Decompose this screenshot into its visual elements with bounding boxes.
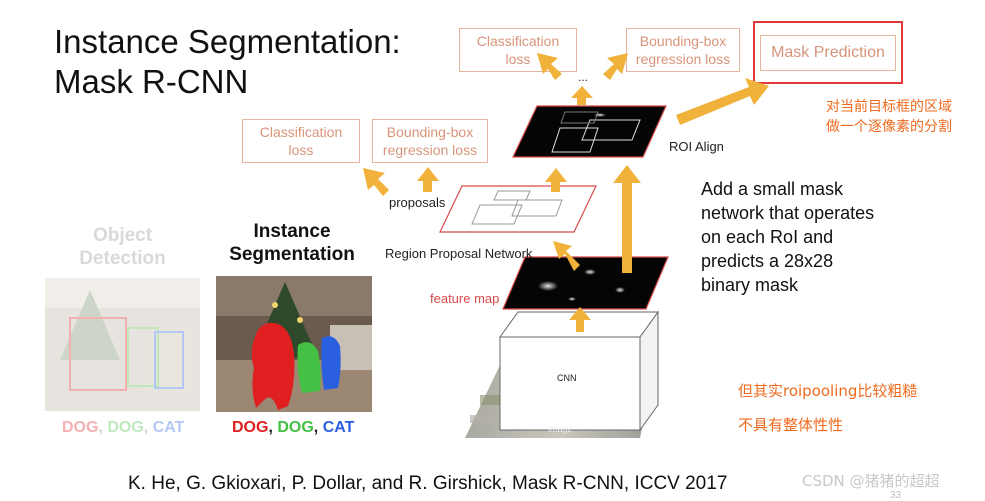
mid-bbox-regression-loss-box: Bounding-box regression loss (372, 119, 488, 163)
description-line-5: binary mask (701, 275, 799, 295)
roipooling-note-annotation: 但其实roipooling比较粗糙 不具有整体性性 (738, 374, 917, 442)
mask-prediction-highlight: Mask Prediction (753, 21, 903, 84)
description-line-4: predicts a 28x28 (701, 251, 834, 271)
mask-note-annotation: 对当前目标框的区域 做一个逐像素的分割 (826, 97, 952, 137)
instance-segmentation-image (216, 276, 372, 412)
slide-title-line2: Mask R-CNN (54, 63, 249, 100)
description-line-1: Add a small mask (701, 179, 844, 199)
roipooling-note-line2: 不具有整体性性 (738, 416, 844, 434)
feature-map-plane (502, 256, 669, 310)
slide-title: Instance Segmentation: Mask R-CNN (54, 22, 401, 102)
object-detection-title-line2: Detection (79, 248, 166, 269)
flow-arrows (363, 53, 769, 332)
top-classification-loss-box: Classification loss (459, 28, 577, 72)
csdn-watermark: CSDN @猪猪的超超 (802, 472, 940, 490)
is-caption-cat: CAT (322, 419, 355, 436)
image-label: image (548, 424, 573, 434)
is-caption-sep2: , (313, 419, 323, 436)
od-caption-sep2: , (143, 419, 153, 436)
feature-map-label: feature map (430, 291, 500, 306)
od-caption-dog1: DOG (62, 419, 99, 436)
object-detection-title: Object Detection (60, 224, 185, 270)
od-caption-cat: CAT (152, 419, 185, 436)
top-bbox-loss-line1: Bounding-box (639, 33, 727, 49)
is-caption-sep1: , (268, 419, 278, 436)
top-bbox-regression-loss-box: Bounding-box regression loss (626, 28, 740, 72)
citation: K. He, G. Gkioxari, P. Dollar, and R. Gi… (128, 473, 728, 494)
object-detection-caption: DOG, DOG, CAT (62, 419, 184, 437)
roi-align-plane (512, 105, 667, 158)
object-detection-image (45, 278, 200, 411)
mask-note-line1: 对当前目标框的区域 (826, 99, 952, 115)
roi-align-label: ROI Align (669, 139, 724, 154)
mid-bbox-loss-line1: Bounding-box (386, 124, 474, 140)
top-ellipsis: ... (578, 70, 589, 84)
page-number: 33 (890, 490, 902, 501)
object-detection-title-line1: Object (92, 225, 153, 246)
top-bbox-loss-line2: regression loss (635, 51, 731, 67)
slide-title-line1: Instance Segmentation: (54, 23, 401, 60)
dog-mask-green (297, 342, 321, 393)
mid-classification-loss-line1: Classification (259, 124, 343, 140)
instance-segmentation-title-line1: Instance (253, 221, 331, 242)
instance-segmentation-title-line2: Segmentation (229, 244, 355, 265)
od-caption-dog2: DOG (107, 419, 144, 436)
proposals-label: proposals (389, 195, 446, 210)
top-classification-loss-line2: loss (505, 51, 531, 67)
mid-classification-loss-line2: loss (288, 142, 314, 158)
instance-segmentation-caption: DOG, DOG, CAT (232, 419, 354, 437)
top-classification-loss-line1: Classification (476, 33, 560, 49)
dog-mask-red (251, 322, 295, 410)
description-line-2: network that operates (701, 203, 875, 223)
mid-bbox-loss-line2: regression loss (382, 142, 478, 158)
mask-note-line2: 做一个逐像素的分割 (826, 119, 952, 135)
cnn-label: CNN (557, 373, 577, 383)
mask-prediction-box: Mask Prediction (760, 34, 896, 71)
cat-mask-blue (321, 336, 341, 390)
mask-branch-description: Add a small mask network that operates o… (701, 177, 874, 297)
rpn-plane (439, 185, 597, 233)
is-caption-dog1: DOG (232, 419, 269, 436)
description-line-3: on each RoI and (701, 227, 834, 247)
mid-classification-loss-box: Classification loss (242, 119, 360, 163)
rpn-label: Region Proposal Network (385, 246, 533, 261)
instance-segmentation-title: Instance Segmentation (222, 220, 362, 266)
roipooling-note-line1: 但其实roipooling比较粗糙 (738, 382, 918, 400)
is-caption-dog2: DOG (277, 419, 314, 436)
od-caption-sep1: , (98, 419, 108, 436)
